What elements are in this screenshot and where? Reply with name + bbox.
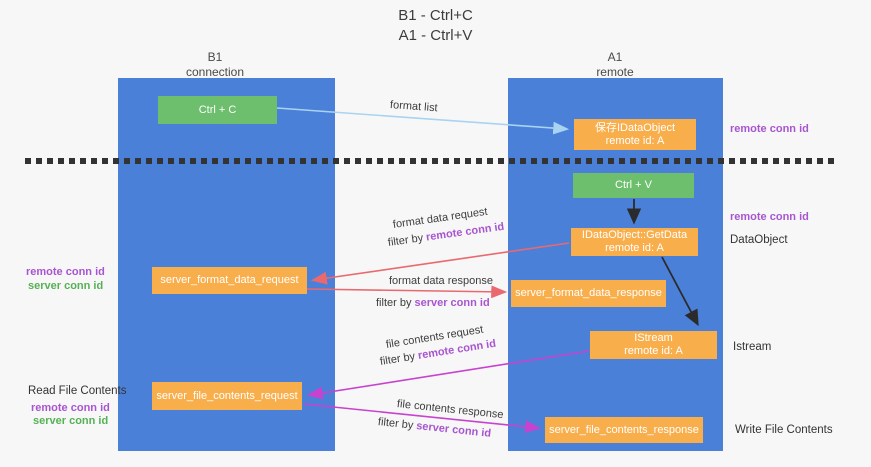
lane-a1-name: A1 [607, 50, 623, 64]
lane-b1-role: connection [185, 65, 245, 79]
format-data-request-arrow [310, 242, 570, 285]
format-list-arrow [276, 107, 570, 135]
title-line-1: B1 - Ctrl+C [398, 7, 473, 24]
node-ctrl-c-label: Ctrl + C [198, 103, 237, 116]
node-server-format-data-response-label: server_format_data_response [515, 287, 662, 299]
node-save-idataobject: 保存IDataObject remote id: A [574, 119, 696, 150]
getdata-to-istream-arrow [661, 256, 699, 327]
diagram-title: B1 - Ctrl+C A1 - Ctrl+V [0, 6, 871, 46]
annotation-istream: Istream [733, 341, 772, 353]
node-ctrl-v: Ctrl + V [573, 173, 694, 198]
annotation-remote-conn-id-top: remote conn id [730, 123, 809, 135]
edge-label-format-data-response: format data response [389, 275, 493, 287]
node-save-idataobject-line1: 保存IDataObject [594, 121, 676, 134]
annotation-left-server-conn-id-1: server conn id [28, 280, 104, 292]
filter-prefix: filter by [376, 297, 412, 309]
annotation-read-file-contents: Read File Contents [28, 385, 127, 397]
node-server-file-contents-response: server_file_contents_response [545, 417, 703, 443]
node-idataobject-getdata-line2: remote id: A [605, 242, 664, 254]
annotation-left-remote-conn-id-1: remote conn id [26, 266, 105, 278]
filter-key: server conn id [414, 297, 490, 309]
node-istream-line1: IStream [634, 332, 673, 344]
file-contents-request-arrow [306, 350, 590, 400]
node-server-format-data-request-label: server_format_data_request [160, 274, 299, 286]
annotation-dataobject: DataObject [730, 234, 788, 246]
node-istream-line2: remote id: A [624, 345, 683, 357]
node-server-format-data-response: server_format_data_response [511, 280, 666, 307]
node-idataobject-getdata: IDataObject::GetData remote id: A [571, 228, 698, 256]
node-server-file-contents-request: server_file_contents_request [152, 382, 302, 410]
node-server-file-contents-request-label: server_file_contents_request [156, 389, 298, 402]
annotation-remote-conn-id-mid: remote conn id [730, 211, 809, 223]
lane-b1-name: B1 [207, 50, 223, 64]
node-idataobject-getdata-line1: IDataObject::GetData [581, 229, 688, 241]
lane-header-a1: A1 remote [520, 50, 710, 80]
lane-a1-role: remote [596, 65, 634, 79]
node-server-format-data-request: server_format_data_request [152, 267, 307, 294]
node-istream: IStream remote id: A [590, 331, 717, 359]
annotation-write-file-contents: Write File Contents [735, 424, 833, 436]
file-contents-response-arrow [303, 403, 542, 434]
node-server-file-contents-response-label: server_file_contents_response [549, 423, 699, 436]
lane-header-b1: B1 connection [120, 50, 310, 80]
annotation-left-remote-conn-id-2: remote conn id [31, 402, 110, 414]
node-ctrl-c: Ctrl + C [158, 96, 277, 124]
node-save-idataobject-line2: remote id: A [605, 134, 665, 147]
node-ctrl-v-label: Ctrl + V [615, 179, 652, 191]
title-line-2: A1 - Ctrl+V [398, 27, 473, 44]
annotation-left-server-conn-id-2: server conn id [33, 415, 109, 427]
format-data-response-arrow [306, 285, 508, 299]
